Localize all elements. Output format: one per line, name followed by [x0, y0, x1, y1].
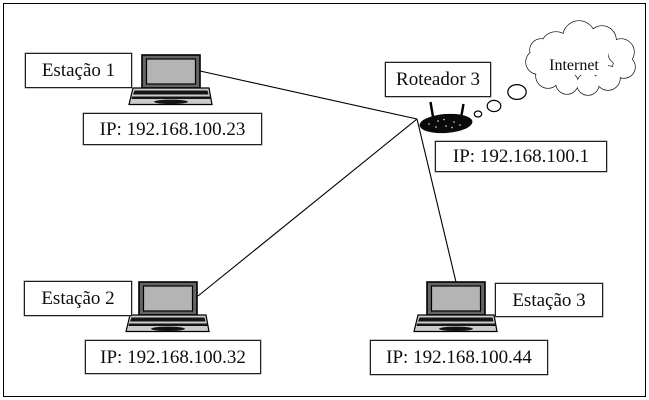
station3-ip-box: IP: 192.168.100.44: [370, 340, 548, 375]
link-station2-router: [197, 118, 418, 297]
router-label-box: Roteador 3: [385, 62, 491, 97]
station1-ip-box: IP: 192.168.100.23: [83, 113, 262, 145]
connection-lines: [197, 70, 457, 297]
internet-label: Internet: [549, 57, 599, 74]
diagram-border-frame: [3, 3, 646, 397]
router-icon: [419, 101, 473, 134]
station2-ip-box: IP: 192.168.100.32: [85, 340, 261, 374]
laptop-icon-station2: [125, 281, 210, 333]
station2-label-box: Estação 2: [24, 281, 132, 316]
link-station1-router: [199, 70, 418, 120]
laptop-icon-station3: [413, 281, 498, 333]
station1-label-box: Estação 1: [25, 53, 132, 88]
thought-bubble-icons: [473, 83, 527, 118]
station3-label-box: Estação 3: [495, 283, 603, 317]
router-ip-box: IP: 192.168.100.1: [435, 141, 607, 172]
link-station3-router: [416, 118, 457, 283]
internet-cloud-icon: [525, 20, 636, 96]
laptop-icon-station1: [128, 54, 213, 106]
